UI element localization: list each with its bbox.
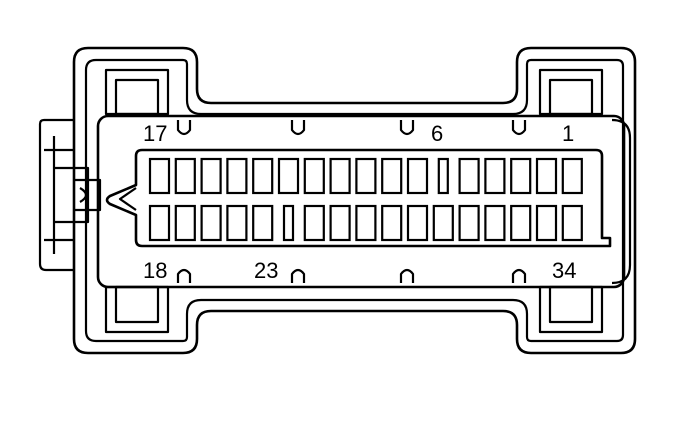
top-row-cavity: [200, 157, 222, 195]
outer-housing-inner-edge: [84, 58, 625, 343]
bottom-row-cavity: [200, 204, 222, 242]
top-row-cavity: [277, 157, 300, 195]
outer-housing: [72, 46, 637, 355]
bottom-row-cavity: [303, 204, 325, 242]
top-notches: [176, 120, 527, 136]
latch-tab-bottom-right: [538, 285, 604, 334]
pin-label-1: 1: [562, 121, 574, 146]
latch-tab-top-left: [104, 68, 170, 116]
top-row-cavity: [252, 157, 274, 195]
pin-label-18: 18: [143, 258, 167, 283]
bottom-row-cavity: [252, 204, 274, 242]
top-row-cavity: [561, 157, 583, 195]
top-row-cavity: [535, 157, 558, 195]
bottom-row-cavity: [226, 204, 248, 242]
bottom-row-cavity: [432, 204, 454, 242]
terminal-insert-key-inner: [118, 187, 137, 211]
cavity-row-top: [148, 157, 583, 195]
bottom-row-cavity-narrow: [282, 204, 295, 242]
latch-tab-top-right: [538, 68, 604, 116]
bottom-row-cavity: [561, 204, 583, 242]
latch-tab-bottom-left: [104, 285, 170, 334]
bottom-row-cavity: [381, 204, 403, 242]
bottom-row-cavity: [174, 204, 196, 242]
connector-face: [96, 114, 626, 289]
top-row-cavity: [484, 157, 506, 195]
top-row-cavity: [303, 157, 325, 195]
cavity-row-bottom: [148, 204, 583, 242]
bottom-row-cavity: [329, 204, 351, 242]
bottom-row-cavity: [406, 204, 429, 242]
top-row-cavity: [406, 157, 429, 195]
top-row-cavity: [381, 157, 403, 195]
top-row-cavity: [226, 157, 248, 195]
locking-lever: [38, 118, 102, 272]
top-row-cavity: [148, 157, 171, 195]
bottom-row-cavity: [535, 204, 558, 242]
top-row-cavity: [510, 157, 532, 195]
bottom-notches: [176, 268, 527, 283]
bottom-row-cavity: [458, 204, 480, 242]
bottom-row-cavity: [510, 204, 532, 242]
connector-face-right-lip: [611, 118, 632, 285]
bottom-row-cavity: [148, 204, 171, 242]
bottom-row-cavity: [355, 204, 377, 242]
top-row-cavity: [458, 157, 480, 195]
pin-label-17: 17: [143, 121, 167, 146]
pin-label-34: 34: [552, 258, 576, 283]
pin-label-6: 6: [431, 121, 443, 146]
top-row-cavity-narrow: [437, 157, 449, 195]
top-row-cavity: [329, 157, 351, 195]
terminal-insert: [105, 148, 612, 248]
top-row-cavity: [355, 157, 377, 195]
bottom-row-cavity: [484, 204, 506, 242]
pin-label-23: 23: [254, 258, 278, 283]
top-row-cavity: [174, 157, 196, 195]
